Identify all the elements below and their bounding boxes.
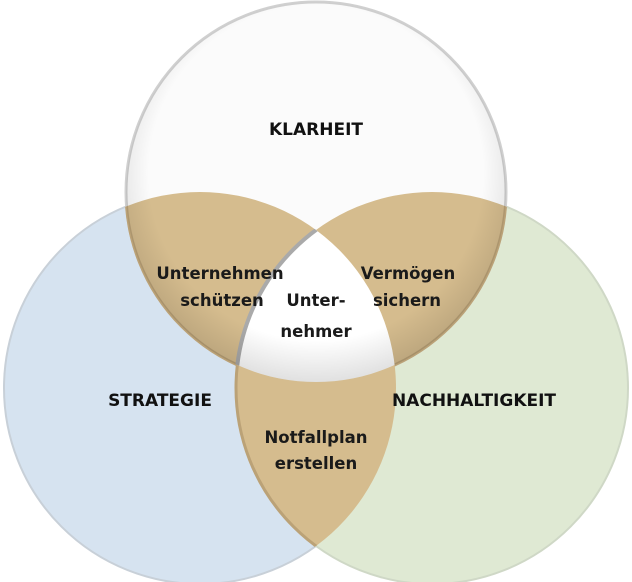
label-vermoegen-sichern-1: Vermögen — [361, 264, 455, 283]
label-unternehmer-1: Unter- — [286, 291, 345, 310]
shade-top — [126, 2, 506, 382]
label-notfallplan-1: Notfallplan — [264, 428, 367, 447]
label-unternehmen-schuetzen-1: Unternehmen — [156, 264, 283, 283]
label-nachhaltigkeit: NACHHALTIGKEIT — [392, 391, 556, 411]
label-notfallplan-2: erstellen — [275, 454, 357, 473]
label-unternehmer-2: nehmer — [280, 322, 352, 341]
label-strategie: STRATEGIE — [108, 391, 212, 411]
label-klarheit: KLARHEIT — [269, 120, 363, 140]
label-unternehmen-schuetzen-2: schützen — [180, 291, 264, 310]
label-vermoegen-sichern-2: sichern — [373, 291, 441, 310]
